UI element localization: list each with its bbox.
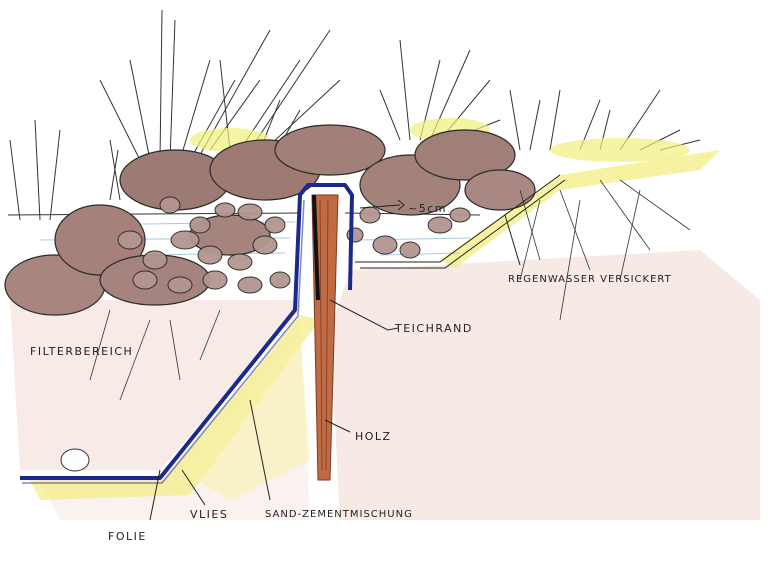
pebbles (60, 196, 471, 472)
pond-foil (20, 183, 354, 484)
rainwater-slope (355, 174, 566, 269)
label-sand-zement: SAND-ZEMENTMISCHUNG (265, 509, 413, 520)
dimension-label: ~5cm (408, 202, 447, 215)
dimension-marker (359, 199, 405, 211)
stones-large (4, 124, 536, 316)
label-folie: FOLIE (108, 530, 147, 543)
label-filterbereich: FILTERBEREICH (30, 345, 133, 358)
label-regenwasser: REGENWASSER VERSICKERT (508, 274, 672, 285)
label-teichrand: TEICHRAND (394, 322, 473, 335)
wood-post (311, 194, 339, 481)
roots (89, 179, 691, 401)
label-vlies: VLIES (190, 508, 228, 521)
label-holz: HOLZ (355, 430, 392, 443)
sand-cement-layer (30, 150, 720, 500)
plants (9, 9, 701, 221)
leader-lines (149, 214, 521, 521)
